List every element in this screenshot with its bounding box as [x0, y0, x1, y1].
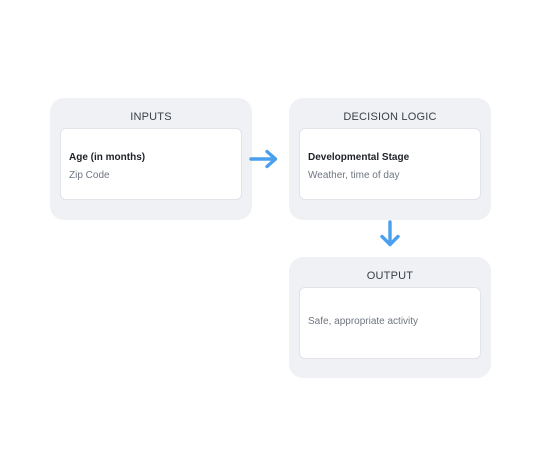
output-panel-title: OUTPUT — [289, 270, 491, 282]
inputs-panel-title: INPUTS — [50, 111, 252, 123]
inputs-secondary-label: Zip Code — [69, 170, 110, 181]
decision-logic-card: Developmental Stage Weather, time of day — [299, 128, 481, 200]
inputs-card: Age (in months) Zip Code — [60, 128, 242, 200]
decision-logic-secondary-label: Weather, time of day — [308, 170, 400, 181]
output-panel: OUTPUT Safe, appropriate activity — [289, 257, 491, 378]
decision-logic-primary-label: Developmental Stage — [308, 152, 409, 163]
decision-logic-panel: DECISION LOGIC Developmental Stage Weath… — [289, 98, 491, 220]
inputs-panel: INPUTS Age (in months) Zip Code — [50, 98, 252, 220]
output-card: Safe, appropriate activity — [299, 287, 481, 359]
inputs-primary-label: Age (in months) — [69, 152, 145, 163]
arrow-right-icon — [248, 148, 280, 170]
output-secondary-label: Safe, appropriate activity — [308, 316, 418, 327]
arrow-down-icon — [378, 219, 402, 249]
decision-logic-panel-title: DECISION LOGIC — [289, 111, 491, 123]
